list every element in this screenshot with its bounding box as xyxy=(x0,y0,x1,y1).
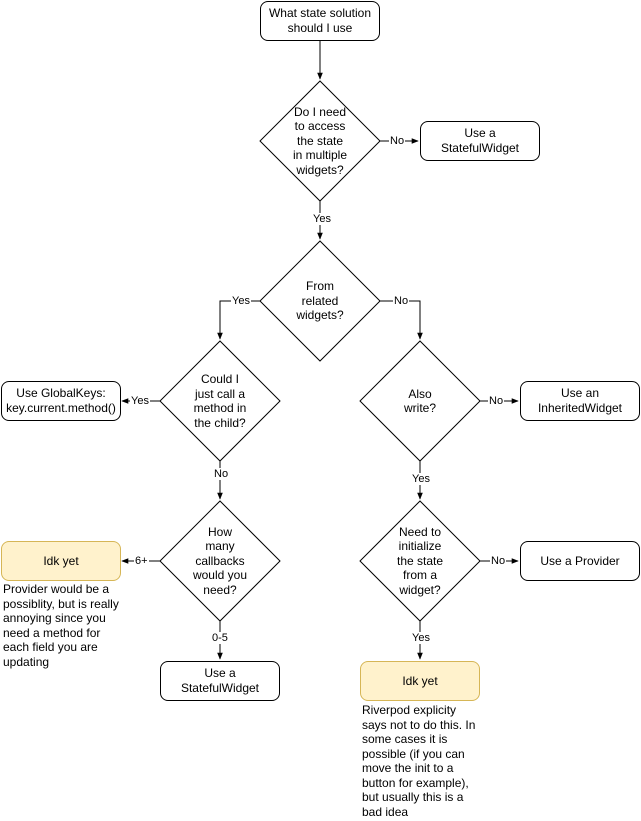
decision-related-diamond xyxy=(259,240,381,362)
edge-label-six-plus: 6+ xyxy=(134,555,149,567)
decision-related-text: From related widgets? xyxy=(296,279,344,323)
use-provider: Use a Provider xyxy=(520,541,640,581)
edge-label-no-call: No xyxy=(213,468,230,480)
edge-label-zero-five: 0-5 xyxy=(211,632,229,644)
decision-initialize-text: Need to initialize the state from a widg… xyxy=(396,524,444,597)
note-right: Riverpod explicity says not to do this. … xyxy=(362,703,476,819)
decision-call-method-text: Could I just call a method in the child? xyxy=(193,372,247,430)
decision-also-write-text: Also write? xyxy=(403,386,436,416)
start-node: What state solution should I use xyxy=(260,1,380,41)
note-left: Provider would be a possiblity, but is r… xyxy=(3,582,119,669)
use-inherited-widget: Use an InheritedWidget xyxy=(520,381,640,421)
edge-label-no-write: No xyxy=(488,395,505,407)
use-global-keys: Use GlobalKeys: key.current.method() xyxy=(1,381,121,421)
edge-label-yes-write: Yes xyxy=(411,473,431,485)
edge-label-no-multiple: No xyxy=(389,135,406,147)
edge-label-yes-init: Yes xyxy=(411,632,431,644)
edge-label-yes-multiple: Yes xyxy=(312,213,332,225)
edge-label-no-related: No xyxy=(393,295,410,307)
idk-yet-left: Idk yet xyxy=(1,541,121,581)
decision-multiple-text: Do I need to access the state in multipl… xyxy=(292,104,348,177)
decision-callbacks-text: How many callbacks would you need? xyxy=(192,524,248,597)
edge-label-no-init: No xyxy=(490,555,507,567)
edge-label-yes-call: Yes xyxy=(130,395,150,407)
use-stateful-widget-bottom: Use a StatefulWidget xyxy=(160,661,280,701)
use-stateful-widget-top: Use a StatefulWidget xyxy=(420,121,540,161)
edge-label-yes-related: Yes xyxy=(231,295,251,307)
idk-yet-right: Idk yet xyxy=(360,661,480,701)
